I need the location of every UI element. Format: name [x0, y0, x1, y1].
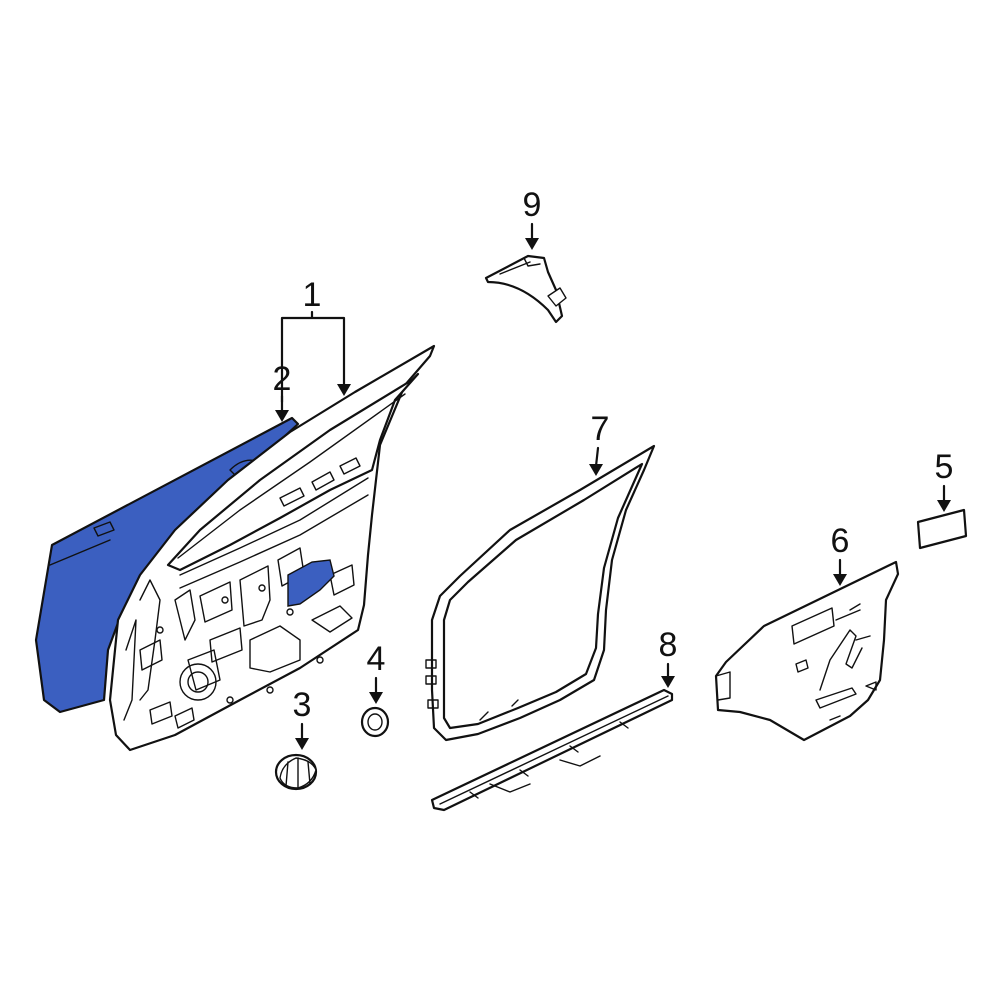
door-label-sticker[interactable]	[916, 508, 968, 550]
callout-7-arrowhead	[589, 464, 603, 476]
callout-9-arrowhead	[525, 238, 539, 250]
callout-5-arrowhead	[937, 500, 951, 512]
door-water-shield[interactable]	[714, 560, 900, 742]
callout-8-arrowhead	[661, 676, 675, 688]
mirror-corner-bracket[interactable]	[484, 254, 567, 324]
skin-crease-line	[49, 539, 111, 566]
callout-3-arrowhead	[295, 738, 309, 750]
door-sill-moulding[interactable]	[430, 688, 674, 812]
belt-reinforcement	[179, 494, 369, 589]
window-regulator-highlight	[287, 559, 335, 607]
callout-7[interactable]: 7	[589, 410, 609, 476]
window-sash-inner-line	[177, 393, 406, 559]
grommet-ring[interactable]	[360, 706, 390, 738]
callout-2-label: 2	[273, 360, 292, 398]
callout-4-arrowhead	[369, 692, 383, 704]
callout-1-label: 1	[303, 276, 322, 314]
door-weatherstrip[interactable]	[425, 444, 656, 742]
window-opening	[166, 372, 420, 572]
callout-2[interactable]: 2	[273, 360, 292, 422]
belt-line	[179, 477, 369, 576]
callout-7-label: 7	[591, 410, 610, 448]
inner-panel-details	[123, 547, 355, 729]
skin-detail-slot	[93, 521, 115, 537]
callout-3[interactable]: 3	[293, 686, 312, 750]
callout-8[interactable]: 8	[659, 626, 678, 688]
callout-8-label: 8	[659, 626, 678, 664]
door-cap-plug[interactable]	[274, 753, 318, 791]
door-outer-skin-panel[interactable]	[34, 416, 300, 714]
callout-7-leader	[594, 446, 600, 468]
callout-5-label: 5	[935, 448, 954, 486]
callout-9[interactable]: 9	[523, 186, 542, 250]
callout-5[interactable]: 5	[935, 448, 954, 512]
callout-6-label: 6	[831, 522, 850, 560]
callout-1-leader	[280, 310, 346, 404]
callout-1-arrowhead	[337, 384, 351, 396]
callout-6[interactable]: 6	[831, 522, 850, 586]
callout-4-label: 4	[367, 640, 386, 678]
callout-1[interactable]: 1	[280, 276, 351, 404]
door-shell-assembly[interactable]	[34, 344, 436, 752]
callout-4[interactable]: 4	[367, 640, 386, 704]
callout-3-label: 3	[293, 686, 312, 724]
callout-9-label: 9	[523, 186, 542, 224]
belt-clips	[279, 457, 361, 507]
callout-2-arrowhead	[275, 410, 289, 422]
callout-6-arrowhead	[833, 574, 847, 586]
